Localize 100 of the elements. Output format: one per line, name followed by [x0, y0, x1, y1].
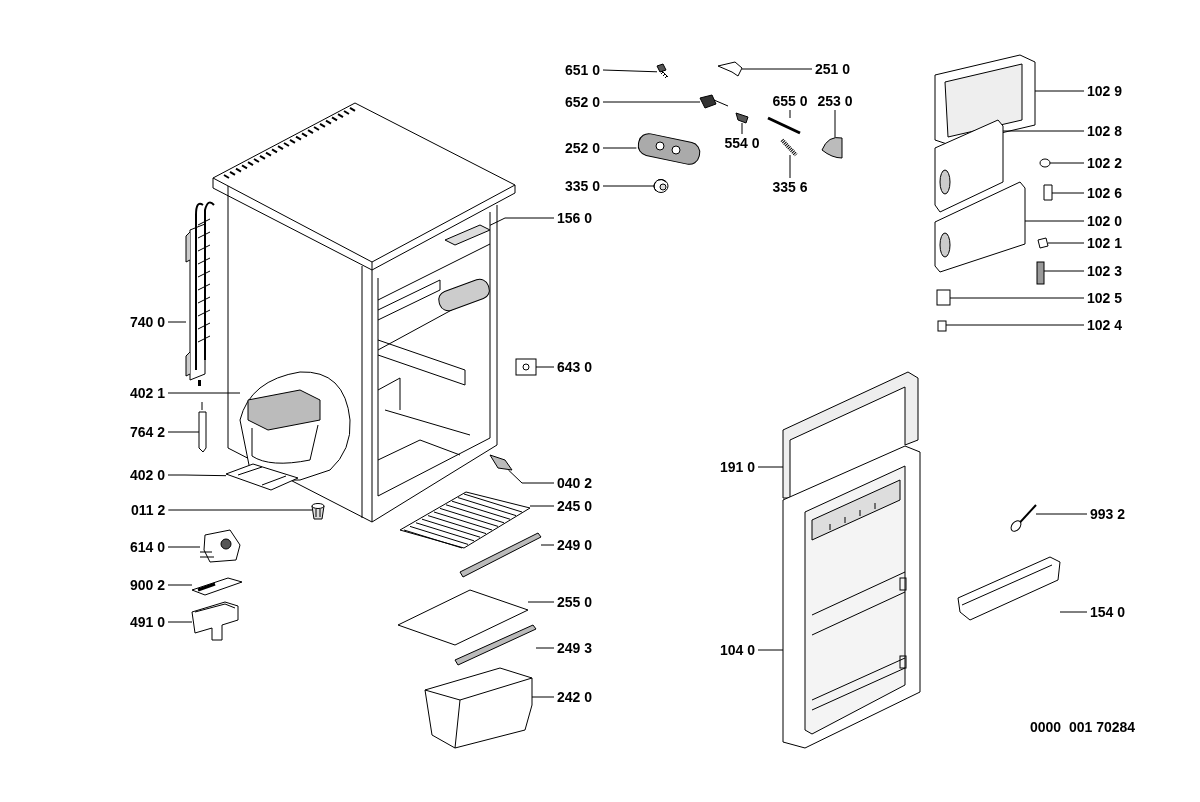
cap-drawing: [1039, 158, 1051, 168]
door-shelf-drawing: [957, 556, 1061, 621]
callout-number: 993 2: [1090, 506, 1126, 522]
callout-number: 102 1: [1087, 235, 1123, 251]
callout-number: 102 2: [1087, 155, 1123, 171]
leader-line: [535, 647, 555, 649]
screw-drawing: [656, 63, 669, 79]
leader-line: [540, 544, 555, 546]
callout-number: 554 0: [724, 135, 760, 151]
leader-line: [1043, 270, 1085, 272]
callout-number: 156 0: [557, 210, 593, 226]
flap-drawing: [934, 181, 1026, 273]
spring-drawing: [780, 138, 798, 157]
callout-number: 102 4: [1087, 317, 1123, 333]
leader-line: [945, 324, 1085, 326]
callout-number: 900 2: [130, 577, 166, 593]
leader-line: [1035, 513, 1088, 515]
leader-line: [741, 122, 743, 135]
leader-line: [529, 505, 555, 507]
callout-number: 191 0: [720, 459, 756, 475]
callout-number: 102 6: [1087, 185, 1123, 201]
callout-number: 251 0: [815, 61, 851, 77]
leader-line: [1024, 220, 1085, 222]
callout-number: 764 2: [130, 424, 166, 440]
leader-line: [1047, 242, 1085, 244]
relay-drawing: [199, 529, 241, 563]
leader-line: [167, 584, 193, 586]
leader-line: [531, 696, 555, 698]
crisper-drawing: [424, 667, 533, 749]
callout-number: 255 0: [557, 594, 593, 610]
lamp-drawing: [1010, 504, 1037, 532]
clip-drawing: [717, 61, 743, 77]
callout-number: 335 6: [772, 179, 808, 195]
callout-number: 643 0: [557, 359, 593, 375]
drier-drawing: [198, 401, 207, 453]
callout-number: 252 0: [565, 140, 601, 156]
callout-number: 402 0: [130, 467, 166, 483]
leader-line: [1051, 192, 1085, 194]
latch-drawing: [1043, 184, 1053, 201]
door-drawing: [782, 445, 921, 749]
leader-line: [741, 68, 813, 70]
callout-number: 102 0: [1087, 213, 1123, 229]
catch-drawing: [1037, 237, 1049, 249]
callout-number: 245 0: [557, 498, 593, 514]
callout-number: 253 0: [817, 93, 853, 109]
lamp-socket-drawing: [699, 94, 729, 109]
leader-line: [167, 321, 187, 323]
grille-drawing: [444, 224, 491, 246]
leader-line: [507, 469, 555, 484]
pad-drawing: [937, 320, 947, 332]
glass-shelf-drawing: [397, 589, 529, 646]
callout-number: 104 0: [720, 642, 756, 658]
leader-line: [1034, 90, 1085, 92]
leader-line: [167, 621, 193, 623]
leader-line: [789, 154, 791, 179]
leader-line: [489, 217, 555, 226]
leader-line: [757, 466, 784, 468]
callout-number: 402 1: [130, 385, 166, 401]
condenser-drawing: [185, 201, 215, 387]
leader-line: [602, 147, 637, 149]
hinge-drawing: [1036, 261, 1045, 285]
leader-line: [1059, 611, 1088, 613]
plate-drawing: [191, 577, 243, 596]
callout-number: 040 2: [557, 475, 593, 491]
callout-number: 242 0: [557, 689, 593, 705]
leader-line: [602, 69, 658, 73]
leader-line: [167, 509, 313, 511]
leader-line: [1002, 130, 1085, 132]
callout-number: 102 9: [1087, 83, 1123, 99]
leader-line: [535, 366, 555, 368]
callout-number: 102 5: [1087, 290, 1123, 306]
leader-line: [834, 109, 836, 138]
leader-line: [167, 474, 227, 477]
hinge-drawing: [489, 454, 513, 471]
callout-number: 655 0: [772, 93, 808, 109]
drawing-number: 0000 001 70284: [1030, 719, 1136, 735]
callout-number: 652 0: [565, 94, 601, 110]
callout-number: 102 8: [1087, 123, 1123, 139]
flap-drawing: [934, 119, 1004, 213]
leader-line: [602, 185, 655, 187]
callout-number: 249 0: [557, 537, 593, 553]
shelf-strip-drawing: [459, 532, 542, 578]
leader-line: [757, 649, 784, 651]
leader-line: [527, 601, 555, 603]
leader-line: [167, 392, 241, 394]
leader-line: [167, 431, 200, 433]
callout-number: 011 2: [131, 502, 166, 518]
callout-number: 154 0: [1090, 604, 1126, 620]
callout-number: 335 0: [565, 178, 601, 194]
knob-drawing: [653, 178, 669, 193]
callout-number: 740 0: [130, 314, 166, 330]
callout-number: 102 3: [1087, 263, 1123, 279]
cover-drawing: [515, 358, 537, 376]
wire-shelf-drawing: [399, 491, 531, 549]
leader-line: [789, 109, 791, 119]
mounting-plate-drawing: [225, 463, 299, 491]
terminal-box-drawing: [191, 601, 239, 641]
callout-number: 491 0: [130, 614, 166, 630]
callout-number: 614 0: [130, 539, 166, 555]
leader-line: [167, 546, 201, 548]
